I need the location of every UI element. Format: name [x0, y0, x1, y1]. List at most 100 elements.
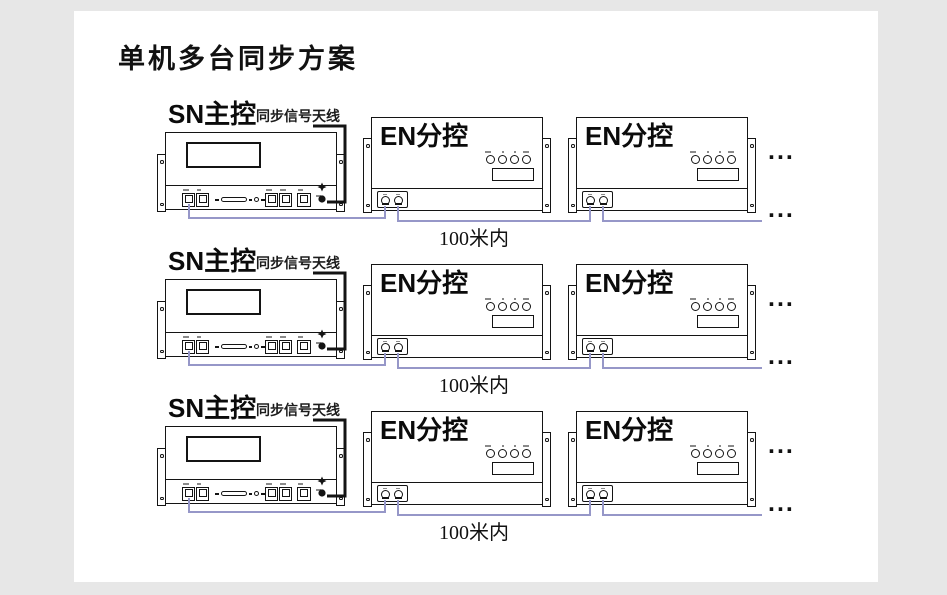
sync-antenna-label: 同步信号天线 — [256, 108, 340, 124]
ethernet-port — [265, 193, 278, 207]
ethernet-port — [265, 487, 278, 501]
control-knob — [486, 155, 495, 164]
panel-divider — [165, 479, 337, 480]
port-label-mark — [280, 189, 286, 191]
port-label-mark — [588, 193, 592, 195]
knob-label-mark — [690, 445, 696, 447]
control-knob — [510, 449, 519, 458]
knob-label-mark — [502, 151, 504, 153]
connector-dot-icon — [254, 491, 259, 496]
panel-divider — [371, 188, 543, 189]
ethernet-port — [182, 193, 195, 207]
control-knob — [486, 302, 495, 311]
ethernet-port — [279, 193, 292, 207]
knob-label-mark — [485, 445, 491, 447]
knob-label-mark — [514, 445, 516, 447]
ethernet-port — [182, 340, 195, 354]
port-label-mark — [601, 340, 605, 342]
en-controller-label: EN分控 — [380, 121, 469, 151]
port-label-mark — [383, 340, 387, 342]
ethernet-port — [196, 340, 209, 354]
connector-mark — [261, 346, 265, 348]
knob-label-mark — [514, 151, 516, 153]
control-knob — [498, 449, 507, 458]
control-knob — [510, 302, 519, 311]
screw-hole-icon — [571, 203, 575, 207]
knob-label-mark — [514, 298, 516, 300]
screw-hole-icon — [160, 160, 164, 164]
screw-hole-icon — [571, 497, 575, 501]
knob-label-mark — [728, 151, 734, 153]
screw-hole-icon — [571, 350, 575, 354]
signal-port-box — [377, 338, 408, 355]
knob-label-mark — [523, 445, 529, 447]
port-label-mark — [183, 189, 189, 191]
port-label-mark — [197, 336, 201, 338]
ethernet-port — [196, 487, 209, 501]
en-controller-device: EN分控 — [371, 117, 543, 211]
en-controller-label: EN分控 — [585, 121, 674, 151]
lcd-screen — [186, 142, 261, 168]
ethernet-port — [297, 340, 311, 354]
screw-hole-icon — [339, 307, 343, 311]
control-knob — [510, 155, 519, 164]
screw-hole-icon — [750, 350, 754, 354]
sync-group-row: SN主控 同步信号天线 — [74, 246, 878, 397]
panel-divider — [371, 335, 543, 336]
port-label-mark — [396, 487, 400, 489]
port-label-mark — [316, 489, 321, 491]
control-knob — [715, 449, 724, 458]
port-label-mark — [588, 487, 592, 489]
ellipsis-more-devices: ... — [768, 431, 795, 459]
screw-hole-icon — [366, 438, 370, 442]
control-knob — [703, 449, 712, 458]
ellipsis-more-devices: ... — [768, 137, 795, 165]
screw-hole-icon — [750, 291, 754, 295]
knob-label-mark — [707, 298, 709, 300]
knob-label-mark — [485, 151, 491, 153]
ellipsis-more-wire: ... — [768, 195, 795, 223]
ellipsis-more-wire: ... — [768, 489, 795, 517]
connector-mark — [249, 493, 252, 495]
screw-hole-icon — [160, 454, 164, 458]
screw-hole-icon — [750, 203, 754, 207]
control-knob — [715, 302, 724, 311]
mount-bracket — [542, 138, 551, 213]
sn-controller-label: SN主控 — [168, 246, 257, 276]
knob-label-mark — [485, 298, 491, 300]
panel-divider — [165, 332, 337, 333]
screw-hole-icon — [750, 144, 754, 148]
connector-mark — [249, 199, 252, 201]
signal-port-box — [582, 338, 613, 355]
signal-port-box — [377, 191, 408, 208]
screw-hole-icon — [750, 438, 754, 442]
control-knob — [715, 155, 724, 164]
port-label-mark — [266, 189, 272, 191]
screw-hole-icon — [339, 496, 343, 500]
port-label-mark — [266, 483, 272, 485]
screw-hole-icon — [545, 350, 549, 354]
signal-port-in — [586, 490, 595, 499]
port-label-mark — [588, 340, 592, 342]
screw-hole-icon — [339, 202, 343, 206]
port-label-mark — [183, 336, 189, 338]
ethernet-port — [297, 193, 311, 207]
knob-label-mark — [707, 445, 709, 447]
mount-bracket — [747, 138, 756, 213]
mount-bracket — [542, 285, 551, 360]
signal-port-out — [394, 490, 403, 499]
signal-port-out — [599, 343, 608, 352]
port-label-mark — [316, 342, 321, 344]
sn-controller-label: SN主控 — [168, 393, 257, 423]
port-label-mark — [298, 483, 303, 485]
panel-divider — [371, 482, 543, 483]
port-label-mark — [183, 483, 189, 485]
serial-slot — [221, 491, 247, 496]
screw-hole-icon — [545, 291, 549, 295]
knob-label-mark — [690, 151, 696, 153]
screw-hole-icon — [160, 307, 164, 311]
knob-label-mark — [728, 298, 734, 300]
signal-port-out — [599, 490, 608, 499]
knob-label-mark — [719, 298, 721, 300]
signal-port-box — [377, 485, 408, 502]
